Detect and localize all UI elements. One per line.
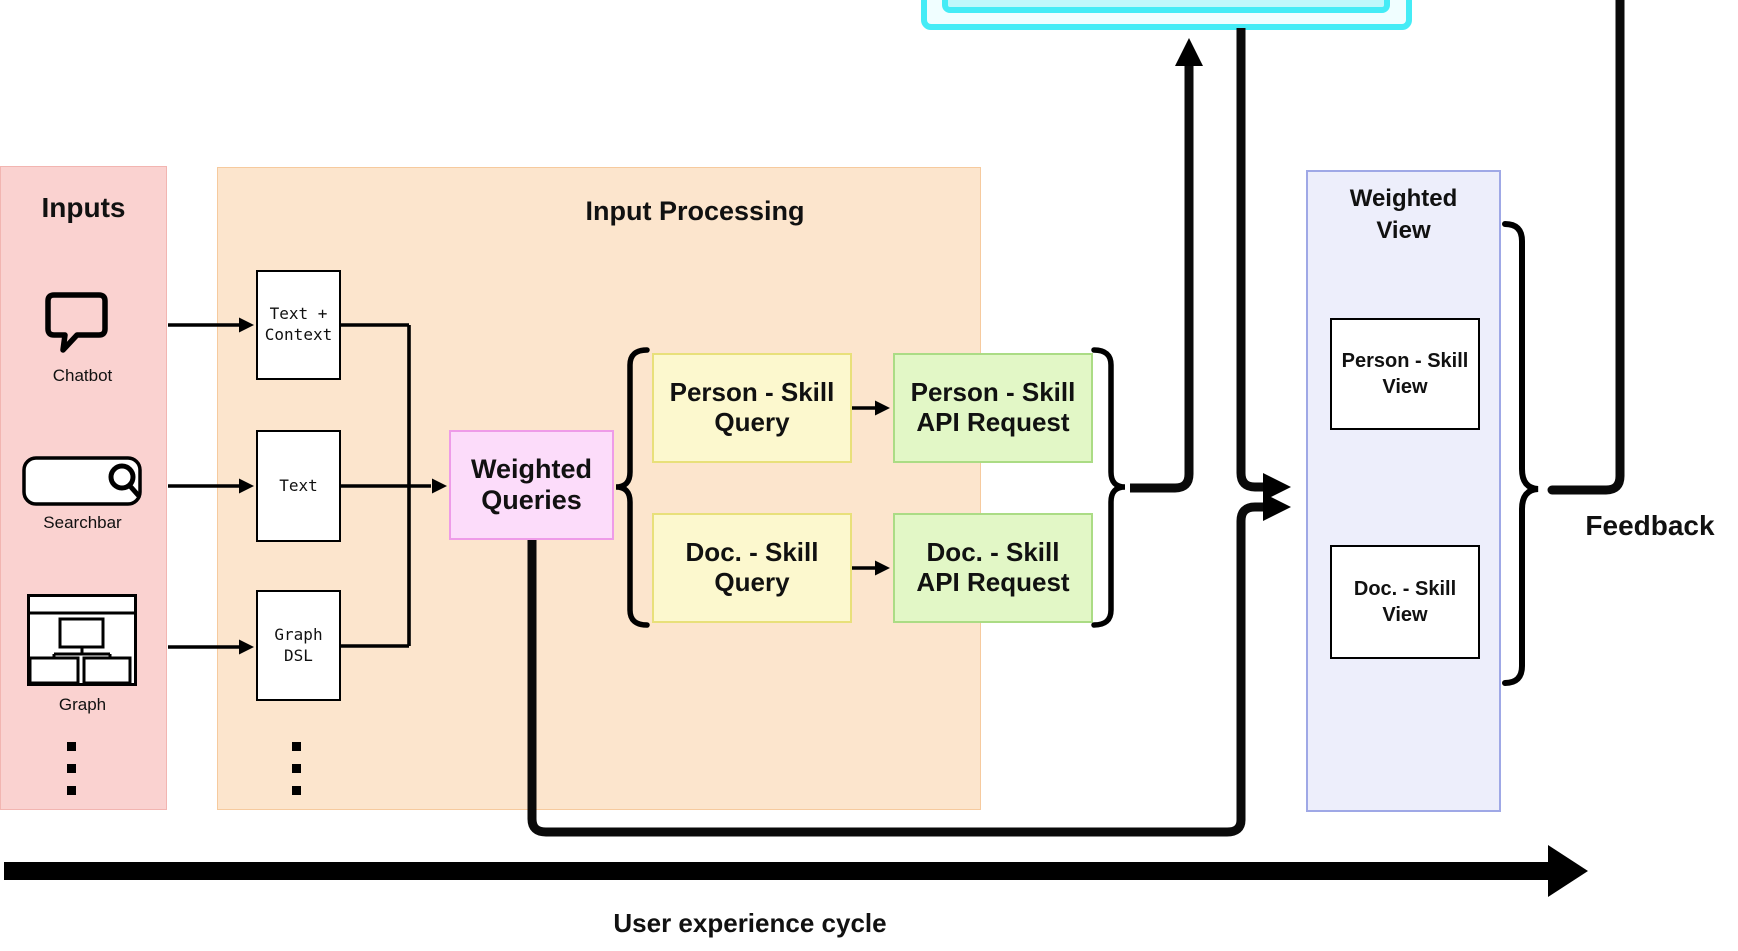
graph-dsl-box: Graph DSL <box>256 590 341 701</box>
text-box: Text <box>256 430 341 542</box>
chatbot-label: Chatbot <box>52 366 113 385</box>
person-skill-query-box: Person - Skill Query <box>652 353 852 463</box>
weighted-queries-box: Weighted Queries <box>449 430 614 540</box>
weighted-view-title: Weighted View <box>1349 185 1458 245</box>
api-group-up-arrow <box>1130 38 1203 493</box>
doc-skill-api-request-box: Doc. - Skill API Request <box>893 513 1093 623</box>
vertical-ellipsis <box>67 742 76 795</box>
person-skill-api-request-box: Person - Skill API Request <box>893 353 1093 463</box>
person-skill-view-box: Person - Skill View <box>1330 318 1480 430</box>
weighted-view-panel <box>1306 170 1501 812</box>
graph-icon <box>27 594 137 686</box>
feedback-connector <box>1547 0 1625 495</box>
cyan-inner-box <box>942 0 1390 13</box>
vertical-ellipsis <box>292 742 301 795</box>
searchbar-label: Searchbar <box>43 513 122 532</box>
feedback-label: Feedback <box>1585 510 1715 541</box>
doc-skill-view-box: Doc. - Skill View <box>1330 545 1480 659</box>
doc-skill-query-box: Doc. - Skill Query <box>652 513 852 623</box>
weighted-view-right-brace <box>1502 221 1539 686</box>
input-processing-title: Input Processing <box>585 196 805 226</box>
searchbar-icon <box>22 456 142 506</box>
user-experience-cycle-label: User experience cycle <box>613 908 887 938</box>
user-experience-cycle-arrow <box>4 845 1588 897</box>
cyan-down-to-view-arrow <box>1236 28 1291 501</box>
graph-label: Graph <box>58 695 107 714</box>
api-group-right-brace <box>1091 347 1126 628</box>
text-context-box: Text + Context <box>256 270 341 380</box>
chatbot-icon <box>45 292 108 353</box>
inputs-title: Inputs <box>41 192 126 223</box>
